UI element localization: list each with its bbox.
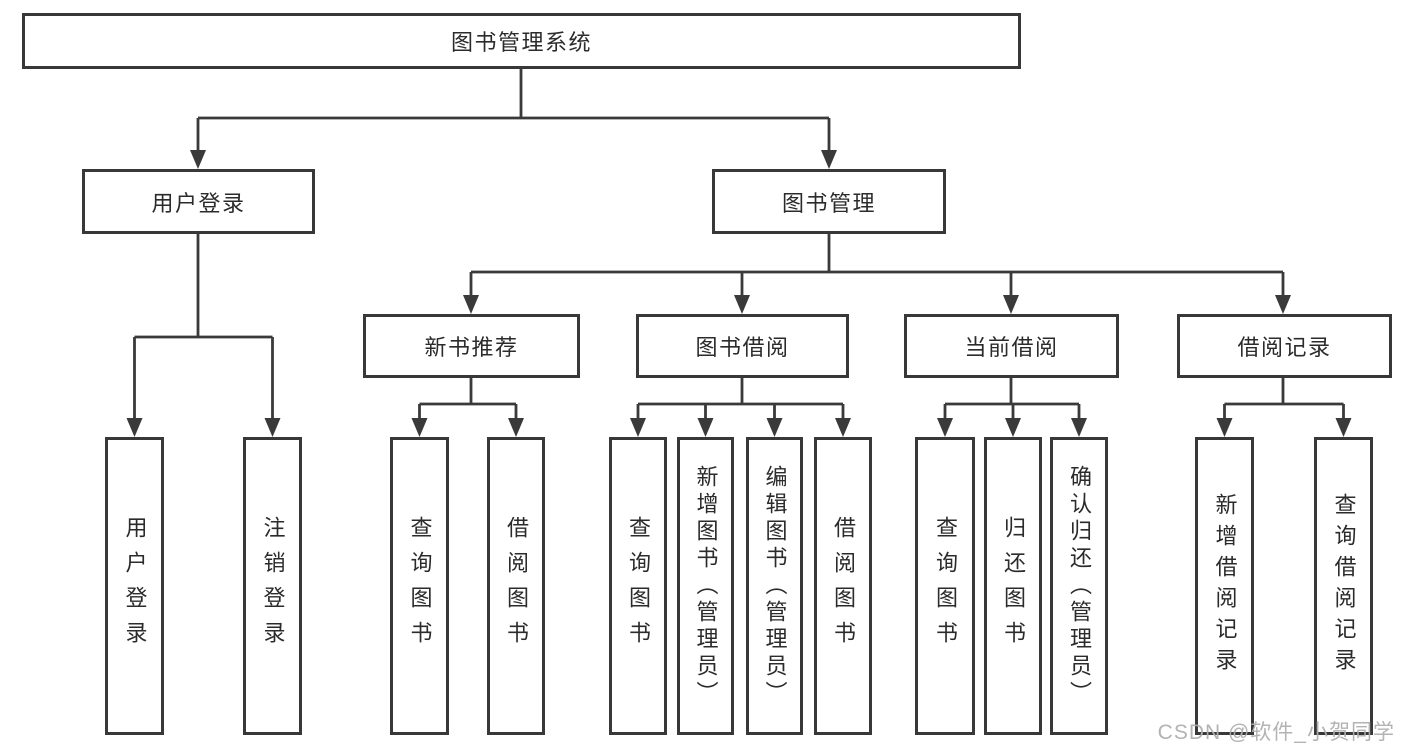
leaf-query-borrow-record-label: 查询借阅记录 (1331, 493, 1357, 679)
connector-book-mgmt-children (463, 234, 1291, 314)
connector-root-to-level2 (190, 69, 837, 169)
leaf-newbook-query-books: 查询图书 (390, 437, 449, 735)
connector-new-book-children (411, 378, 524, 437)
leaf-add-books-admin-label: 新增图书（管理员） (693, 464, 719, 708)
connector-book-borrow-children (630, 378, 851, 437)
leaf-add-borrow-record: 新增借阅记录 (1195, 437, 1254, 735)
node-root-label: 图书管理系统 (450, 30, 592, 55)
leaf-logout-label: 注销登录 (260, 516, 286, 656)
node-book-management-label: 图书管理 (781, 190, 876, 216)
node-new-book-recommend: 新书推荐 (363, 314, 580, 378)
connector-user-login-children (126, 234, 281, 437)
leaf-newbook-borrow-books-label: 借阅图书 (504, 516, 529, 656)
leaf-return-books: 归还图书 (984, 437, 1042, 735)
node-book-borrow: 图书借阅 (636, 314, 849, 378)
node-new-book-recommend-label: 新书推荐 (424, 335, 519, 360)
connector-borrow-record-children (1216, 378, 1352, 437)
leaf-current-query-books: 查询图书 (915, 437, 975, 735)
leaf-newbook-query-books-label: 查询图书 (407, 516, 433, 656)
node-book-borrow-label: 图书借阅 (695, 335, 790, 360)
node-user-login-label: 用户登录 (151, 190, 246, 216)
node-current-borrow: 当前借阅 (904, 314, 1119, 378)
leaf-edit-books-admin-label: 编辑图书（管理员） (762, 464, 788, 708)
leaf-edit-books-admin: 编辑图书（管理员） (746, 437, 803, 735)
node-root-system: 图书管理系统 (22, 13, 1021, 69)
leaf-user-login: 用户登录 (105, 437, 164, 735)
leaf-borrow-books-label: 借阅图书 (831, 516, 856, 656)
leaf-user-login-label: 用户登录 (122, 516, 148, 656)
leaf-newbook-borrow-books: 借阅图书 (487, 437, 545, 735)
leaf-confirm-return-admin: 确认归还（管理员） (1050, 437, 1108, 735)
node-borrow-record: 借阅记录 (1177, 314, 1392, 378)
leaf-borrow-query-books: 查询图书 (609, 437, 667, 735)
connector-current-borrow-children (937, 378, 1087, 437)
leaf-return-books-label: 归还图书 (1001, 516, 1026, 656)
leaf-logout: 注销登录 (243, 437, 302, 735)
node-user-login: 用户登录 (82, 169, 315, 234)
leaf-query-borrow-record: 查询借阅记录 (1314, 437, 1373, 735)
leaf-confirm-return-admin-label: 确认归还（管理员） (1067, 464, 1092, 708)
leaf-add-books-admin: 新增图书（管理员） (677, 437, 734, 735)
node-book-management: 图书管理 (712, 169, 946, 234)
node-current-borrow-label: 当前借阅 (964, 335, 1059, 360)
leaf-current-query-books-label: 查询图书 (933, 516, 958, 656)
leaf-borrow-books: 借阅图书 (814, 437, 872, 735)
leaf-borrow-query-books-label: 查询图书 (626, 516, 651, 656)
node-borrow-record-label: 借阅记录 (1237, 335, 1332, 360)
leaf-add-borrow-record-label: 新增借阅记录 (1212, 493, 1238, 679)
